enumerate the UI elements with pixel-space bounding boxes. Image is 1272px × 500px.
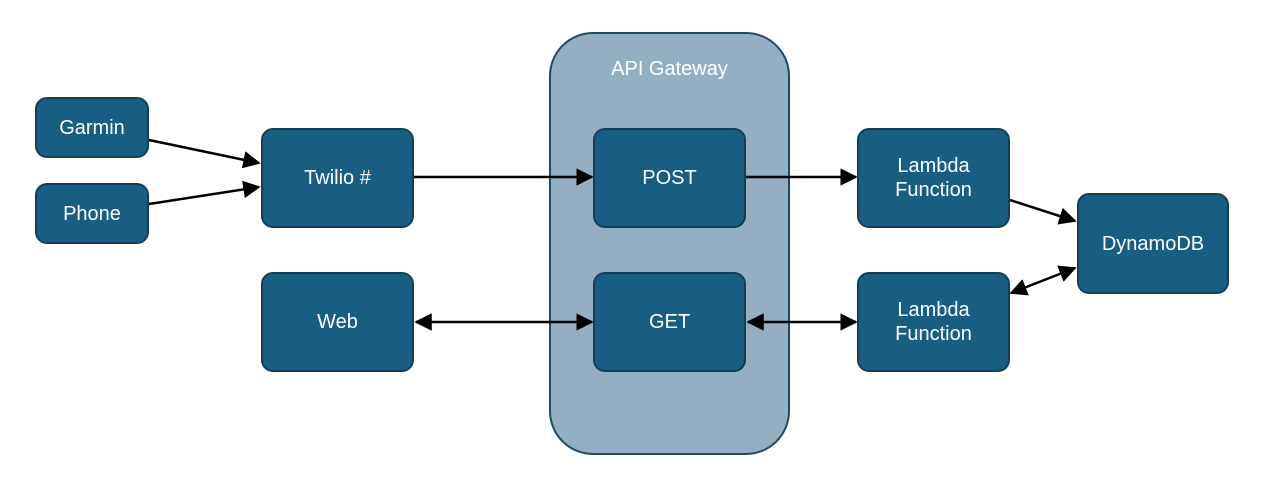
lambda-function-get-node: Lambda Function (857, 272, 1010, 372)
garmin-node: Garmin (35, 97, 149, 158)
lambda-function-post-node: Lambda Function (857, 128, 1010, 228)
post-node: POST (593, 128, 746, 228)
api-gateway-group: API Gateway (549, 32, 790, 455)
phone-node: Phone (35, 183, 149, 244)
edge-lambda-to-dynamodb (1009, 198, 1077, 225)
web-node: Web (261, 272, 414, 372)
api-gateway-label: API Gateway (611, 58, 728, 80)
twilio-node: Twilio # (261, 128, 414, 228)
get-node: GET (593, 272, 746, 372)
edge-phone-to-twilio (148, 180, 261, 206)
edge-lambda-dynamodb-bidirectional (1009, 265, 1077, 296)
edge-garmin-to-twilio (148, 138, 261, 169)
dynamodb-node: DynamoDB (1077, 193, 1229, 294)
